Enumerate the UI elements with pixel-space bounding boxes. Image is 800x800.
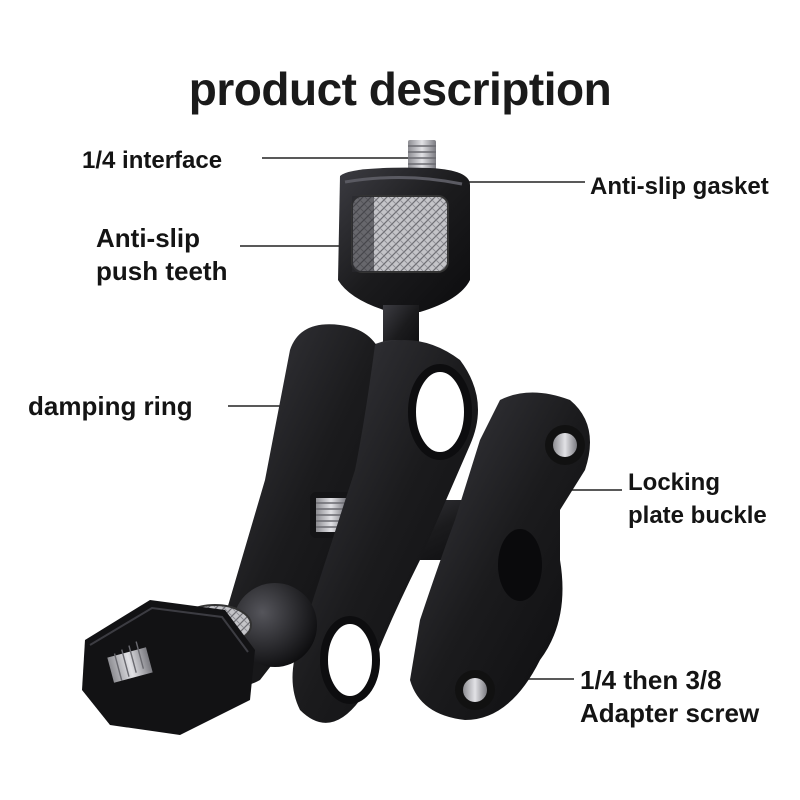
label-line: plate buckle	[628, 502, 767, 529]
lower-hole-icon	[320, 616, 380, 704]
page-title: product description	[188, 63, 612, 115]
label-anti-slip-gasket: Anti-slip gasket	[590, 173, 769, 200]
label-anti-slip-push-teeth: Anti-slip push teeth	[96, 222, 227, 288]
top-clamp-head-icon	[338, 167, 470, 312]
locking-plate-icon	[410, 392, 590, 720]
label-locking-plate-buckle: Locking plate buckle	[628, 466, 767, 532]
label-line: 1/4 then 3/8	[580, 665, 722, 695]
label-line: push teeth	[96, 256, 228, 286]
top-screw-icon	[408, 140, 436, 176]
lower-ball-joint-icon	[233, 583, 317, 667]
label-line: Adapter screw	[580, 698, 760, 728]
label-adapter-screw: 1/4 then 3/8 Adapter screw	[580, 664, 759, 730]
label-line: Anti-slip	[96, 223, 200, 253]
label-line: Locking	[628, 469, 721, 496]
bottom-knob-icon	[82, 600, 255, 735]
label-damping-ring: damping ring	[28, 391, 193, 421]
upper-hole-icon	[408, 364, 472, 460]
label-1-4-interface: 1/4 interface	[82, 147, 223, 174]
front-arm-plate-icon	[292, 340, 478, 723]
bottom-screw-icon	[107, 641, 153, 683]
